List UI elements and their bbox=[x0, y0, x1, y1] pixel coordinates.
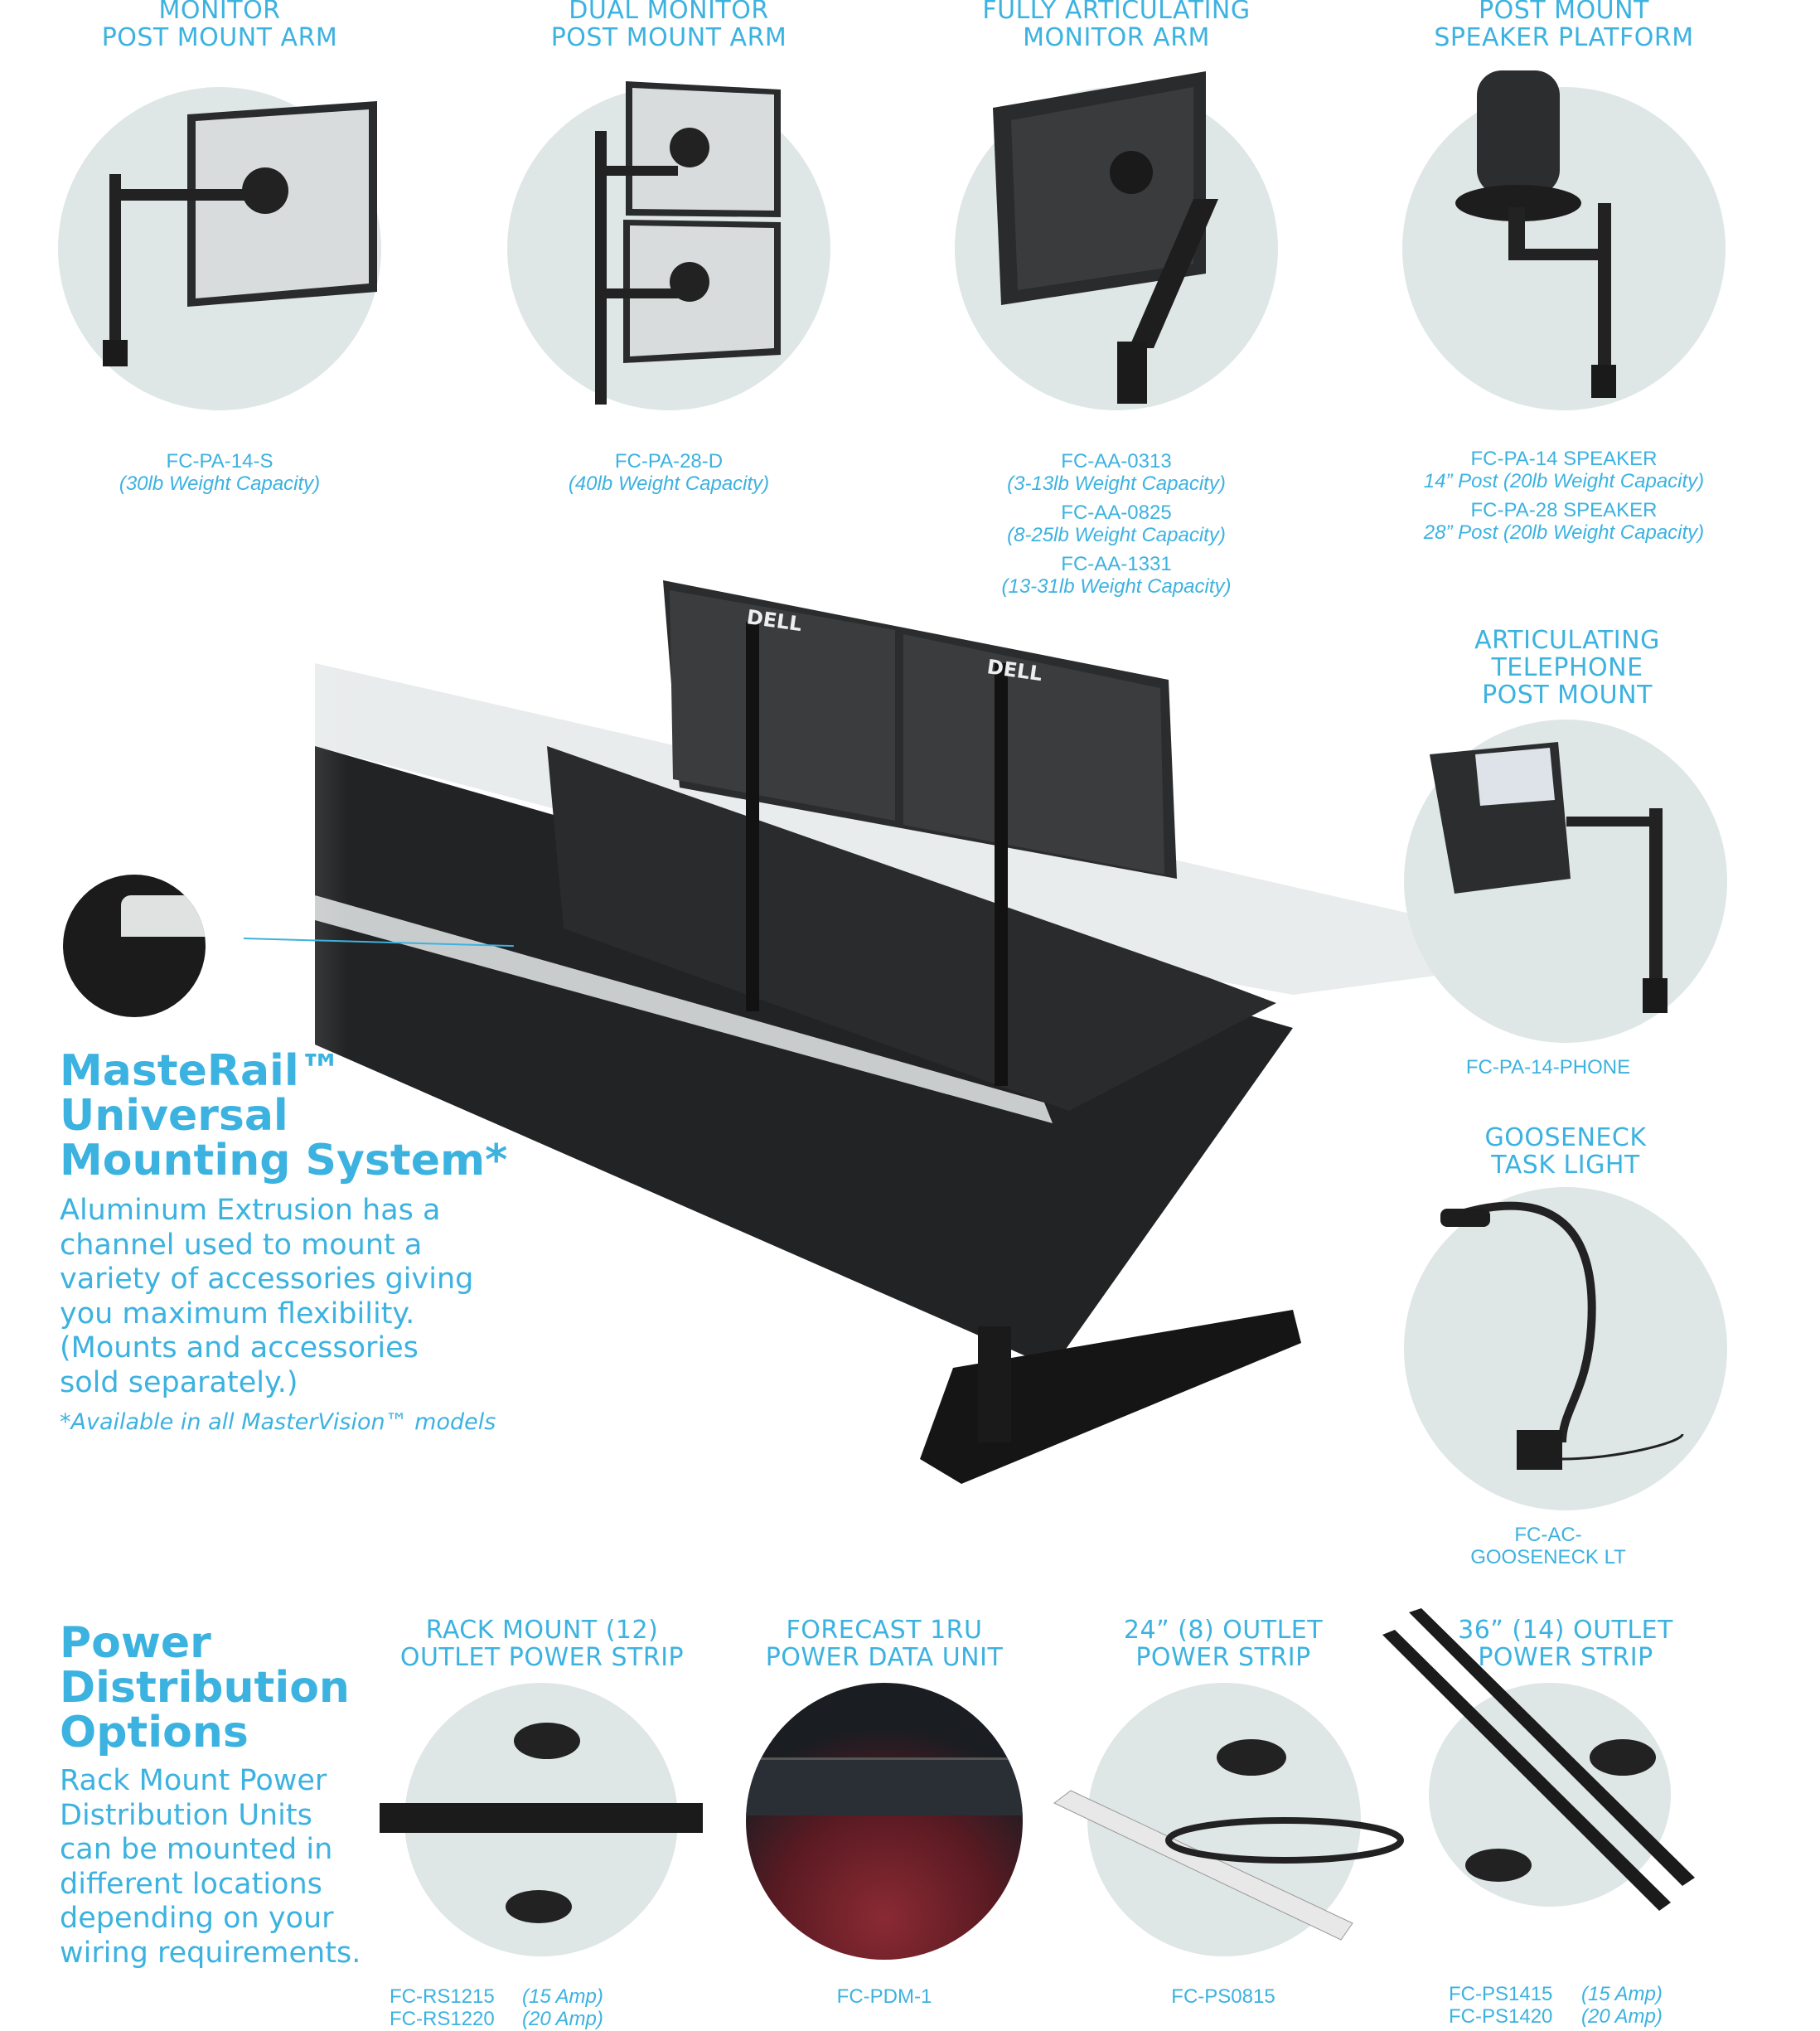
vertical-power-strip-image bbox=[1382, 1608, 1695, 1911]
product-code: FC-PA-14-PHONE bbox=[1465, 1056, 1631, 1079]
section-heading: Mounting System* bbox=[60, 1136, 508, 1185]
product-circle bbox=[1404, 1187, 1727, 1510]
amperage: (15 Amp) bbox=[1581, 1983, 1663, 2005]
product-code: FC-PA-14 SPEAKER bbox=[1470, 448, 1658, 470]
product-code: FC-PA-14-S bbox=[166, 450, 273, 473]
weight-capacity: (8-25lb Weight Capacity) bbox=[1007, 524, 1226, 546]
description-line: you maximum flexibility. bbox=[60, 1297, 415, 1331]
gooseneck-light-image bbox=[1440, 1201, 1684, 1470]
section-heading: Options bbox=[60, 1708, 249, 1757]
description-line: wiring requirements. bbox=[60, 1936, 361, 1970]
product-title: GOOSENECK bbox=[1484, 1123, 1647, 1152]
description-line: can be mounted in bbox=[60, 1833, 333, 1866]
description-line: Aluminum Extrusion has a bbox=[60, 1194, 441, 1227]
rail-profile-icon bbox=[63, 875, 206, 1017]
description-line: depending on your bbox=[60, 1902, 334, 1935]
product-code: FC-RS1215 bbox=[390, 1985, 495, 2008]
product-title: POST MOUNT bbox=[1479, 0, 1649, 25]
product-title: POST MOUNT ARM bbox=[101, 23, 338, 52]
product-code: FC-PA-28 SPEAKER bbox=[1470, 499, 1658, 521]
amperage: (20 Amp) bbox=[1581, 2005, 1663, 2028]
product-title: 36” (14) OUTLET bbox=[1458, 1616, 1673, 1645]
product-title: RACK MOUNT (12) bbox=[425, 1616, 659, 1645]
weight-capacity: (30lb Weight Capacity) bbox=[119, 473, 321, 495]
power-data-unit-photo bbox=[746, 1683, 1023, 1960]
speaker-platform-image bbox=[1455, 70, 1616, 398]
section-heading: Universal bbox=[60, 1091, 288, 1141]
product-code: FC-AC- bbox=[1514, 1524, 1582, 1546]
mastervision-console-desk-image: DELL DELL bbox=[0, 580, 1479, 1558]
product-code: FC-AA-1331 bbox=[1061, 553, 1172, 575]
product-code: FC-RS1220 bbox=[390, 2008, 495, 2030]
dual-monitor-arm-image bbox=[595, 81, 781, 405]
product-code: FC-PS1420 bbox=[1449, 2005, 1553, 2028]
rack-power-strip-image bbox=[380, 1723, 703, 1923]
articulating-arm-image bbox=[993, 71, 1218, 404]
product-code: GOOSENECK LT bbox=[1470, 1546, 1626, 1568]
product-title: POWER STRIP bbox=[1478, 1643, 1653, 1672]
product-title: POWER STRIP bbox=[1135, 1643, 1311, 1672]
product-title: OUTLET POWER STRIP bbox=[399, 1643, 685, 1672]
product-title: MONITOR bbox=[158, 0, 281, 25]
description-line: Distribution Units bbox=[60, 1798, 312, 1832]
product-title: POWER DATA UNIT bbox=[765, 1643, 1004, 1672]
description-line: sold separately.) bbox=[60, 1365, 298, 1399]
section-heading: Distribution bbox=[60, 1663, 350, 1713]
weight-capacity: 28” Post (20lb Weight Capacity) bbox=[1423, 521, 1705, 544]
product-title: 24” (8) OUTLET bbox=[1123, 1616, 1324, 1645]
product-code: FC-PDM-1 bbox=[836, 1985, 932, 2008]
description-line: channel used to mount a bbox=[60, 1228, 423, 1262]
product-title: DUAL MONITOR bbox=[569, 0, 769, 25]
section-heading: MasteRail™ bbox=[60, 1046, 342, 1096]
weight-capacity: (3-13lb Weight Capacity) bbox=[1007, 473, 1226, 495]
product-title: TELEPHONE bbox=[1491, 653, 1643, 682]
product-title: SPEAKER PLATFORM bbox=[1434, 23, 1694, 52]
product-code: FC-PS1415 bbox=[1449, 1983, 1553, 2005]
product-title: POST MOUNT bbox=[1482, 681, 1653, 710]
power-strip-image bbox=[1053, 1739, 1404, 1941]
availability-note: *Available in all MasterVision™ models bbox=[60, 1409, 496, 1435]
weight-capacity: 14” Post (20lb Weight Capacity) bbox=[1423, 470, 1705, 492]
description-line: (Mounts and accessories bbox=[60, 1331, 419, 1365]
product-code: FC-PA-28-D bbox=[614, 450, 724, 473]
product-title: POST MOUNT ARM bbox=[550, 23, 787, 52]
description-line: Rack Mount Power bbox=[60, 1764, 327, 1797]
product-code: FC-PS0815 bbox=[1171, 1985, 1275, 2008]
section-heading: Power bbox=[60, 1618, 211, 1668]
weight-capacity: (40lb Weight Capacity) bbox=[568, 473, 770, 495]
description-line: variety of accessories giving bbox=[60, 1263, 474, 1296]
product-title: MONITOR ARM bbox=[1023, 23, 1210, 52]
product-title: TASK LIGHT bbox=[1491, 1151, 1640, 1180]
description-line: different locations bbox=[60, 1867, 322, 1901]
amperage: (15 Amp) bbox=[522, 1985, 603, 2008]
weight-capacity: (13-31lb Weight Capacity) bbox=[1001, 575, 1232, 598]
monitor-arm-image bbox=[103, 101, 377, 366]
product-title: FULLY ARTICULATING bbox=[982, 0, 1251, 25]
product-title: ARTICULATING bbox=[1474, 626, 1660, 655]
amperage: (20 Amp) bbox=[522, 2008, 603, 2030]
product-code: FC-AA-0825 bbox=[1061, 502, 1172, 524]
product-code: FC-AA-0313 bbox=[1061, 450, 1172, 473]
product-title: FORECAST 1RU bbox=[786, 1616, 983, 1645]
telephone-image bbox=[1430, 742, 1668, 1013]
